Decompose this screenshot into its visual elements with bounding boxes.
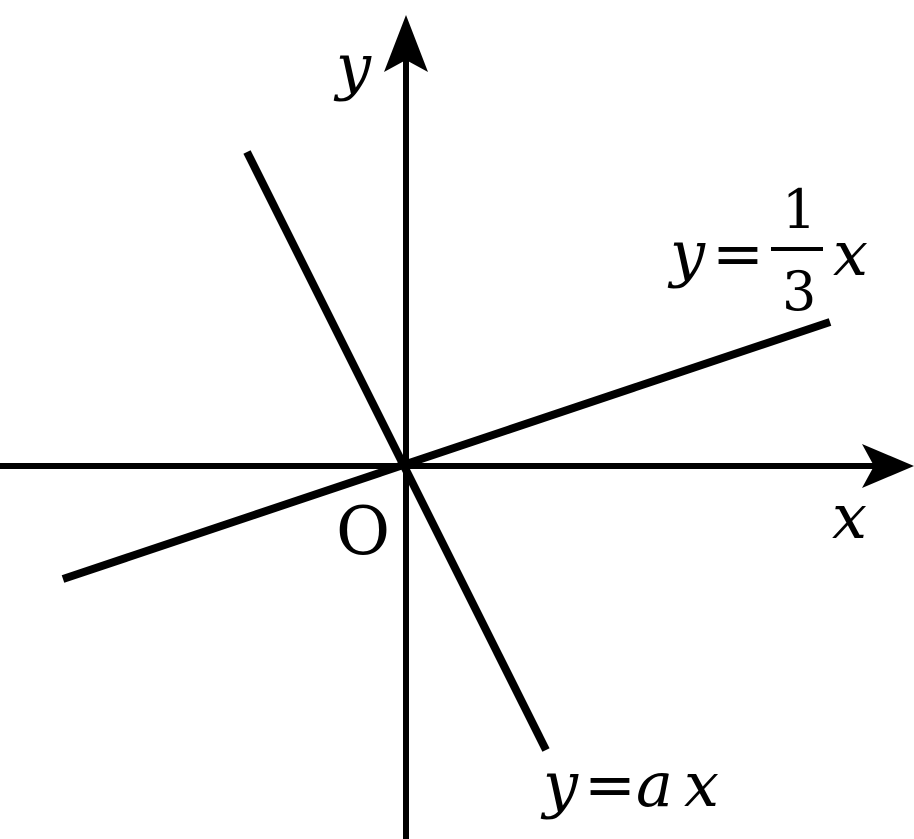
label-y-equals-ax: y = a x <box>540 748 719 821</box>
equation-lhs: y <box>540 748 579 821</box>
line-y-equals-one-third-x <box>61 318 832 583</box>
origin-label: O <box>336 493 390 570</box>
equation-variable: x <box>684 748 719 821</box>
equation-variable: x <box>833 217 868 290</box>
y-axis-label: y <box>333 30 372 103</box>
line-y-equals-ax <box>243 150 550 752</box>
label-y-equals-one-third-x: y = 1 3 x <box>667 178 868 323</box>
fraction-numerator: 1 <box>782 178 816 241</box>
equation-coefficient: a <box>636 748 673 821</box>
y-axis-arrowhead <box>384 15 428 72</box>
equals-sign: = <box>712 217 764 290</box>
fraction-denominator: 3 <box>782 260 816 323</box>
x-axis-label: x <box>832 480 867 553</box>
x-axis-arrowhead <box>862 444 914 488</box>
equation-lhs: y <box>667 217 706 290</box>
equals-sign: = <box>584 748 636 821</box>
